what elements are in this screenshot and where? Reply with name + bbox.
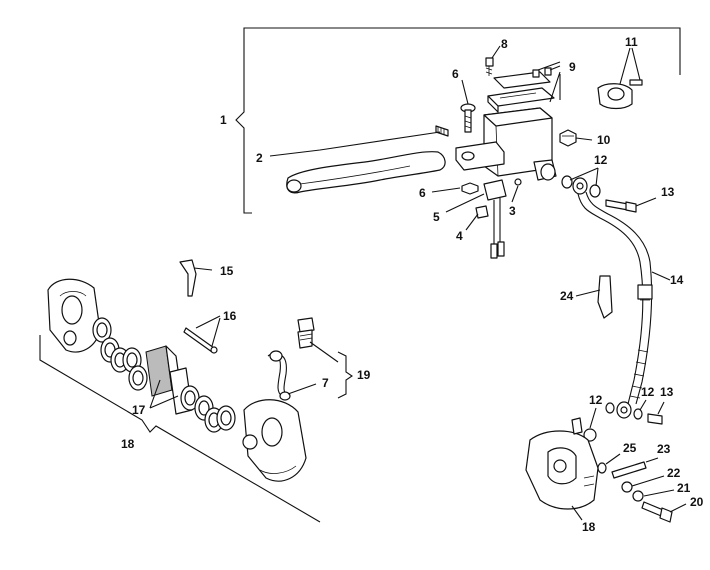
screws-9: [532, 67, 552, 78]
brake-lever: [286, 151, 446, 194]
lever-spring: [435, 125, 449, 137]
callout-17: 17: [132, 403, 146, 417]
caliper-left-outer: [47, 278, 101, 353]
callout-13-upper: 13: [661, 185, 675, 199]
brake-hose: [577, 191, 653, 405]
caliper-left-inner: [242, 399, 307, 482]
callout-22: 22: [667, 466, 681, 480]
bracket-19: [337, 351, 353, 399]
pin-25: [597, 462, 607, 474]
pad-spring-15: [179, 259, 197, 297]
bleed-valve-19: [297, 317, 315, 349]
callout-2: 2: [256, 151, 263, 165]
screw-8: [485, 57, 494, 76]
bolt-13-upper: [605, 199, 637, 213]
callout-3: 3: [509, 204, 516, 218]
callout-18-left: 18: [121, 437, 135, 451]
brake-switch: [475, 179, 507, 259]
caliper-right: [525, 417, 599, 510]
washers-12-upper: [561, 175, 601, 198]
group-bracket-1: [235, 27, 681, 214]
banjo-lower: [605, 401, 643, 420]
callout-14: 14: [670, 273, 684, 287]
callout-24: 24: [560, 289, 574, 303]
pistons-left: [92, 317, 148, 391]
bolt-20: [641, 501, 673, 523]
callout-6-upper: 6: [452, 67, 459, 81]
callout-7: 7: [322, 376, 329, 390]
pad-pin-16: [183, 327, 218, 354]
callout-1: 1: [220, 113, 227, 127]
group-bracket-18: [39, 335, 321, 523]
handlebar-clamp: [597, 79, 643, 110]
callout-18-right: 18: [582, 520, 596, 534]
callout-12-lower-right: 12: [641, 385, 655, 399]
callout-12-upper: 12: [594, 153, 608, 167]
washer-12-lower: [583, 428, 597, 442]
callout-21: 21: [677, 481, 691, 495]
hose-guide-24: [597, 275, 613, 319]
callout-12-lower-left: 12: [589, 393, 603, 407]
nut-6-lower: [461, 182, 479, 195]
callout-5: 5: [433, 210, 440, 224]
pistons-right: [180, 385, 236, 433]
callout-23: 23: [657, 442, 671, 456]
bleed-pipe-7: [267, 350, 291, 401]
banjo-upper: [572, 177, 588, 195]
callout-6-lower: 6: [419, 186, 426, 200]
washer-22: [621, 481, 633, 493]
clip-23: [611, 461, 647, 479]
callout-15: 15: [220, 264, 234, 278]
callout-16: 16: [223, 309, 237, 323]
cap-10: [559, 129, 577, 147]
washer-21: [632, 490, 644, 502]
pin-3: [514, 178, 522, 186]
callout-20: 20: [690, 495, 704, 509]
leader-lines: [149, 45, 687, 521]
callout-19: 19: [357, 368, 371, 382]
callout-11: 11: [625, 35, 638, 49]
callout-8: 8: [501, 37, 508, 51]
callout-10: 10: [597, 133, 611, 147]
callout-25: 25: [623, 441, 637, 455]
master-cylinder: [455, 71, 557, 181]
callout-13-lower: 13: [660, 385, 674, 399]
callout-4: 4: [456, 229, 463, 243]
bolt-6-upper: [460, 103, 476, 133]
bolt-13-lower: [647, 413, 663, 425]
callout-9: 9: [569, 60, 576, 74]
